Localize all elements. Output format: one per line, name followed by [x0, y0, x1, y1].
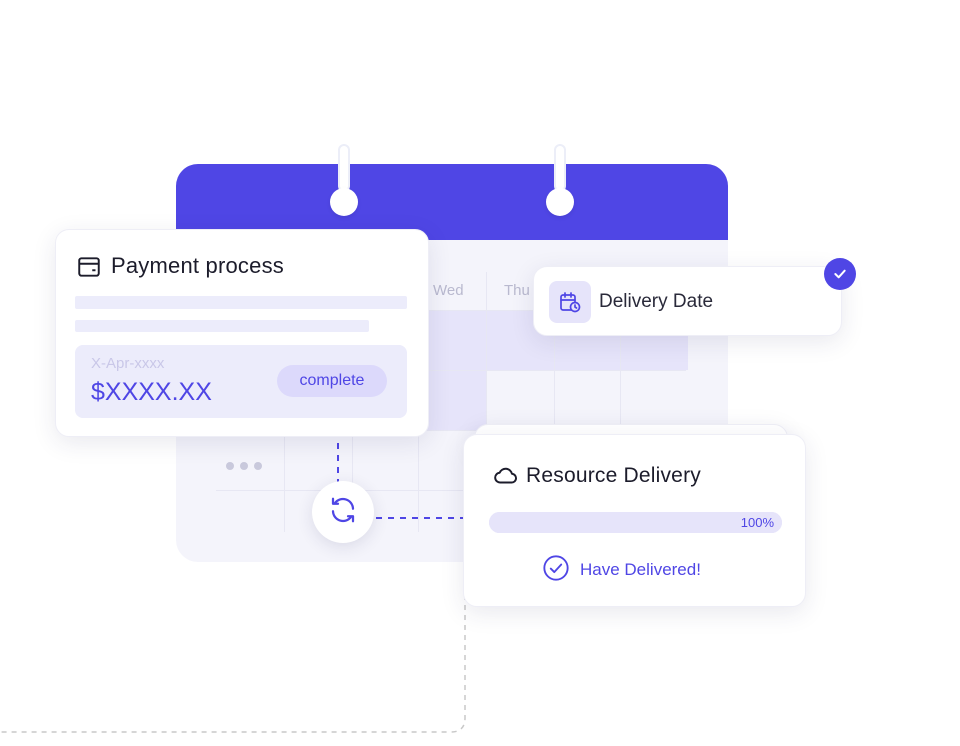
status-badge: complete [277, 365, 387, 397]
payment-date: X-Apr-xxxx [91, 355, 165, 372]
progress-label: 100% [740, 515, 774, 530]
calendar-ring-hole [330, 188, 358, 216]
grid-line [620, 272, 621, 532]
more-dots-icon [226, 457, 268, 475]
calendar-header [176, 164, 728, 240]
progress-fill [489, 512, 782, 533]
grid-line [216, 310, 686, 311]
grid-line [216, 430, 686, 431]
day-name-thu: Thu [504, 282, 530, 299]
day-name-wed: Wed [433, 282, 464, 299]
resource-title: Resource Delivery [526, 464, 701, 487]
payment-summary: X-Apr-xxxx $XXXX.XX complete [75, 345, 407, 418]
placeholder-line [75, 296, 407, 309]
check-icon [824, 258, 856, 290]
delivery-status: Have Delivered! [580, 560, 701, 579]
payment-card[interactable]: Payment process X-Apr-xxxx $XXXX.XX comp… [55, 229, 429, 437]
sync-icon [328, 495, 358, 530]
grid-line [216, 370, 686, 371]
progress-bar: 100% [489, 512, 782, 533]
resource-card[interactable]: Resource Delivery 100% Have Delivered! [463, 434, 806, 607]
grid-line [216, 490, 686, 491]
cloud-icon [492, 463, 520, 494]
payment-title: Payment process [111, 253, 284, 278]
grid-line [486, 272, 487, 532]
grid-line [554, 272, 555, 532]
card-icon [76, 254, 102, 285]
delivery-date-card[interactable]: Delivery Date [533, 266, 842, 336]
payment-amount: $XXXX.XX [91, 378, 212, 406]
calendar-ring-hole [546, 188, 574, 216]
placeholder-line [75, 320, 369, 332]
delivery-date-label: Delivery Date [599, 291, 714, 312]
sync-button[interactable] [312, 481, 374, 543]
check-circle-icon [542, 554, 570, 587]
calendar-clock-icon [549, 281, 591, 323]
